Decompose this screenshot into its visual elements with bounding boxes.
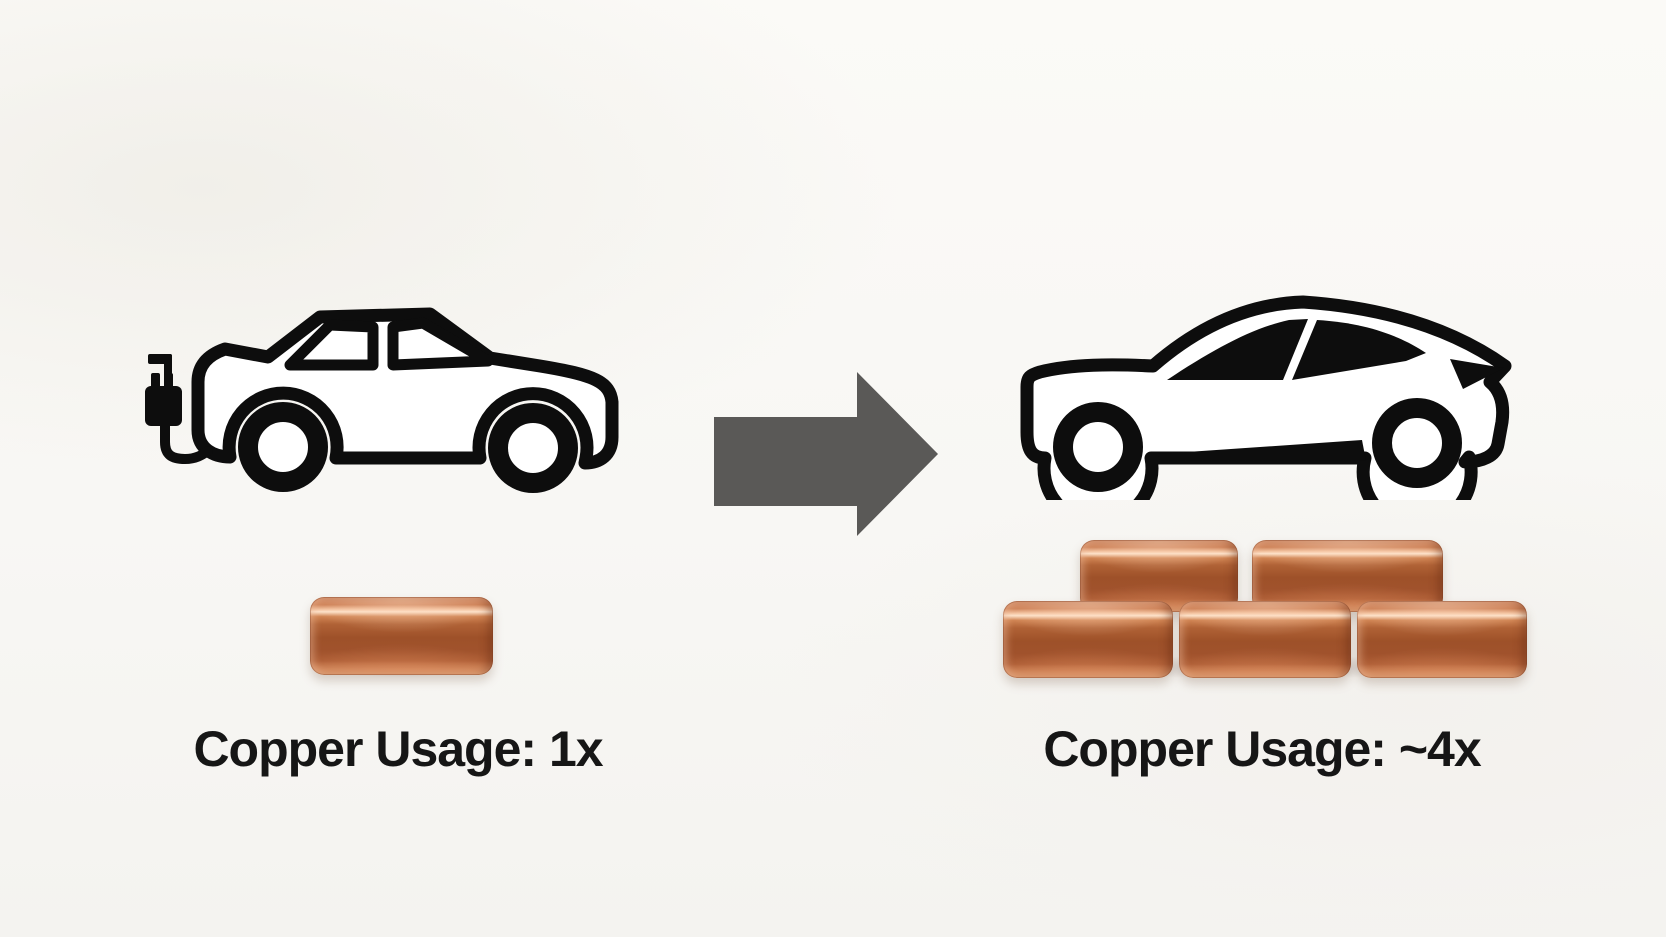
copper-ingot bbox=[310, 597, 493, 675]
rocker-panel bbox=[1158, 440, 1366, 461]
right-caption: Copper Usage: ~4x bbox=[1043, 721, 1481, 777]
ev-car-outline-charging-plug-icon bbox=[145, 307, 619, 493]
rear-window-glass bbox=[1292, 320, 1426, 380]
right-arrow-shape bbox=[714, 372, 938, 536]
copper-ingot bbox=[1080, 540, 1238, 612]
copper-ingot bbox=[1252, 540, 1443, 612]
rear-wheel-icon bbox=[488, 403, 578, 493]
right-arrow-icon bbox=[714, 372, 938, 536]
charging-plug-icon bbox=[145, 354, 182, 426]
copper-ingot bbox=[1179, 601, 1351, 678]
ev-crossover-silhouette-icon bbox=[1020, 295, 1512, 500]
rear-spoiler bbox=[1450, 359, 1504, 389]
rear-wheel-icon bbox=[1372, 398, 1462, 488]
copper-ingot bbox=[1003, 601, 1173, 678]
front-wheel-icon bbox=[1053, 402, 1143, 492]
copper-ingot bbox=[1357, 601, 1527, 678]
front-window-glass bbox=[1167, 319, 1308, 380]
left-caption: Copper Usage: 1x bbox=[193, 721, 603, 777]
front-wheel-icon bbox=[238, 402, 328, 492]
